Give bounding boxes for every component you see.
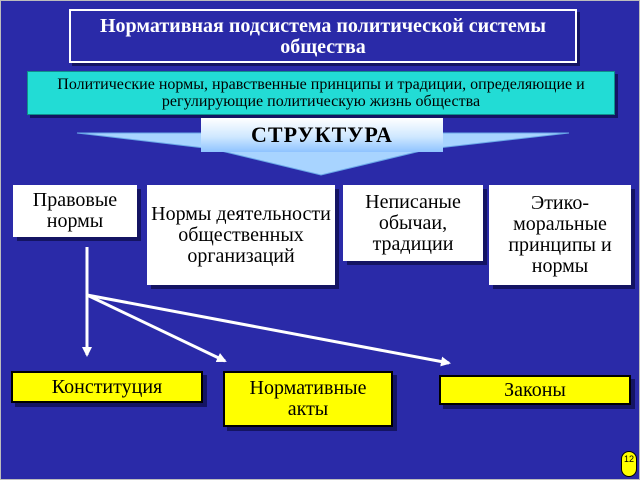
slide-number-badge: 12 <box>621 451 637 477</box>
connector-to-normative-acts <box>86 293 227 363</box>
page-title: Нормативная подсистема политической сист… <box>69 9 577 63</box>
category-ethical-principles: Этико-моральные принципы и нормы <box>489 185 631 285</box>
connector-to-laws <box>86 293 451 367</box>
chevron-down-shape <box>76 132 570 176</box>
legal-source-constitution: Конституция <box>11 371 203 403</box>
category-unwritten-customs: Неписаные обычаи, традиции <box>343 185 483 261</box>
category-public-org-norms: Нормы деятельности общественных организа… <box>147 185 335 285</box>
structure-label-bg <box>201 118 443 152</box>
category-legal-norms: Правовые нормы <box>13 185 137 237</box>
structure-label: СТРУКТУРА <box>251 122 393 147</box>
legal-source-normative-acts: Нормативные акты <box>223 371 393 427</box>
subtitle-definition: Политические нормы, нравственные принцип… <box>27 71 615 115</box>
legal-source-laws: Законы <box>439 375 631 405</box>
